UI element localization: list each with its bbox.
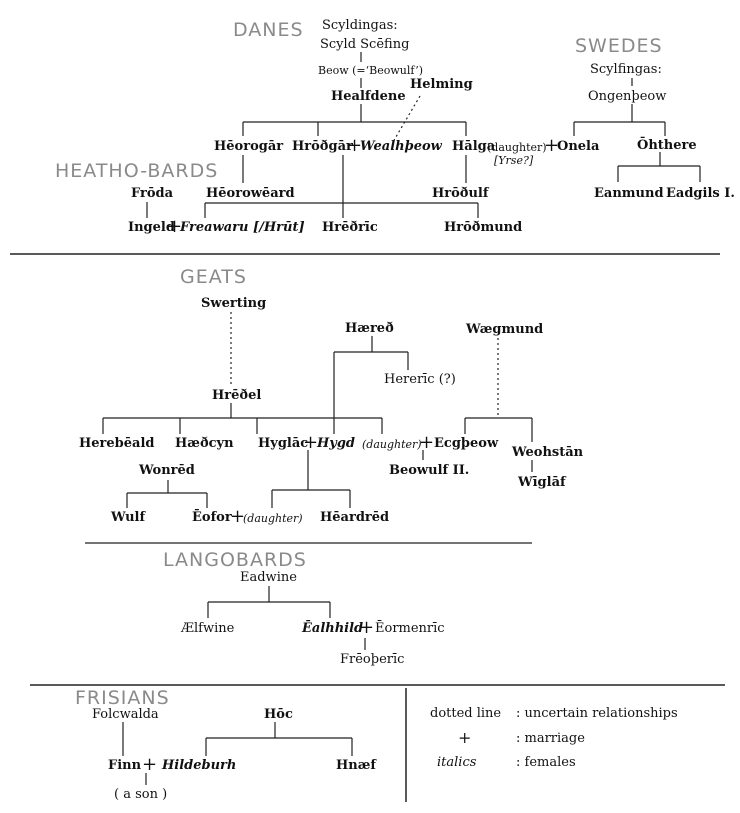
legend-plus-key: + xyxy=(458,728,472,747)
person-wealhtheow: Wealhþeow xyxy=(360,139,442,154)
person-hrethel: Hrēðel xyxy=(212,388,262,403)
person-heorogar: Hēorogār xyxy=(214,139,284,154)
person-a-son: ( a son ) xyxy=(114,787,168,802)
person-hereric: Hererīc (?) xyxy=(384,372,456,387)
legend-italics-value: : females xyxy=(516,755,576,770)
person-hildeburh: Hildeburh xyxy=(162,758,237,773)
person-haethcyn: Hæðcyn xyxy=(175,436,234,451)
person-wulf: Wulf xyxy=(111,510,146,525)
person-hrothulf: Hrōðulf xyxy=(432,186,489,201)
person-haered: Hæreð xyxy=(345,321,394,336)
person-eadgils: Eadgils I. xyxy=(666,186,735,201)
person-eormenric: Ēormenrīc xyxy=(375,621,445,636)
legend-dotted-value: : uncertain relationships xyxy=(516,706,678,721)
person-folcwalda: Folcwalda xyxy=(92,707,159,722)
person-hygd: Hygd xyxy=(317,436,356,451)
marriage-sign: + xyxy=(230,506,246,527)
person-hrothmund: Hrōðmund xyxy=(444,220,523,235)
person-eadwine: Eadwine xyxy=(240,570,297,585)
person-helming: Helming xyxy=(410,77,473,92)
person-aelfwine: Ælfwine xyxy=(181,621,235,636)
person-hrothgar: Hrōðgār xyxy=(292,139,353,154)
section-heading-danes: DANES xyxy=(233,19,304,41)
marriage-sign: + xyxy=(544,135,560,156)
person-daughter-hygelac: (daughter) xyxy=(243,512,303,525)
person-waegmund: Wægmund xyxy=(466,322,544,337)
person-ecgtheow: Ecgþeow xyxy=(434,436,499,451)
person-healfdene: Healfdene xyxy=(331,89,406,104)
marriage-sign: + xyxy=(167,216,183,237)
person-eofor: Ēofor xyxy=(192,510,232,525)
section-heading-swedes: SWEDES xyxy=(575,35,663,57)
person-freawaru: Freawaru [/Hrūt] xyxy=(180,220,305,235)
person-daughter-yrse: (daughter) xyxy=(487,141,547,154)
person-frithuric: Frēoþerīc xyxy=(340,652,405,667)
person-scyld-scefing: Scyld Scēfing xyxy=(320,37,410,52)
person-daughter-ecgtheow-wife: (daughter) xyxy=(362,438,422,451)
person-hygelac: Hyglāc xyxy=(258,436,309,451)
marriage-sign: + xyxy=(303,432,319,453)
person-ongentheow: Ongenþeow xyxy=(588,89,667,104)
person-heoroweard: Hēorowēard xyxy=(206,186,295,201)
person-swerting: Swerting xyxy=(201,296,267,311)
section-heading-heatho-bards: HEATHO-BARDS xyxy=(55,160,219,182)
person-hrethric: Hrēðrīc xyxy=(322,220,378,235)
person-ingeld: Ingeld xyxy=(128,220,175,235)
section-heading-frisians: FRISIANS xyxy=(75,687,170,709)
legend-italics-key: italics xyxy=(437,755,477,770)
person-beow: Beow (=‘Beowulf’) xyxy=(318,64,424,77)
marriage-sign: + xyxy=(419,432,435,453)
legend-plus-value: : marriage xyxy=(516,731,585,746)
label-scyldingas: Scyldingas: xyxy=(322,18,398,33)
legend-dotted-key: dotted line xyxy=(430,706,502,721)
person-wonred: Wonrēd xyxy=(139,463,195,478)
person-finn: Finn xyxy=(108,758,142,773)
person-onela: Onela xyxy=(557,139,600,154)
person-ealhhild: Ēalhhild xyxy=(302,621,364,636)
section-heading-langobards: LANGOBARDS xyxy=(163,549,307,571)
person-weohstan: Weohstān xyxy=(512,445,584,460)
person-halga: Hālga xyxy=(452,139,496,154)
person-eanmund: Eanmund xyxy=(594,186,664,201)
person-herebeald: Herebēald xyxy=(79,436,155,451)
section-heading-geats: GEATS xyxy=(180,266,247,288)
person-hnaef: Hnæf xyxy=(336,758,377,773)
marriage-sign: + xyxy=(347,135,363,156)
label-scylfingas: Scylfingas: xyxy=(590,62,662,77)
person-froda: Frōda xyxy=(131,186,174,201)
person-wiglaf: Wīglāf xyxy=(518,475,566,490)
person-heardred: Hēardrēd xyxy=(320,510,390,525)
person-hoc: Hōc xyxy=(264,707,293,722)
marriage-sign: + xyxy=(359,617,375,638)
person-beowulf: Beowulf II. xyxy=(389,463,470,478)
annotation-yrse: [Yrse?] xyxy=(494,154,534,167)
marriage-sign: + xyxy=(142,754,158,775)
person-ohthere: Ōhthere xyxy=(637,138,697,153)
